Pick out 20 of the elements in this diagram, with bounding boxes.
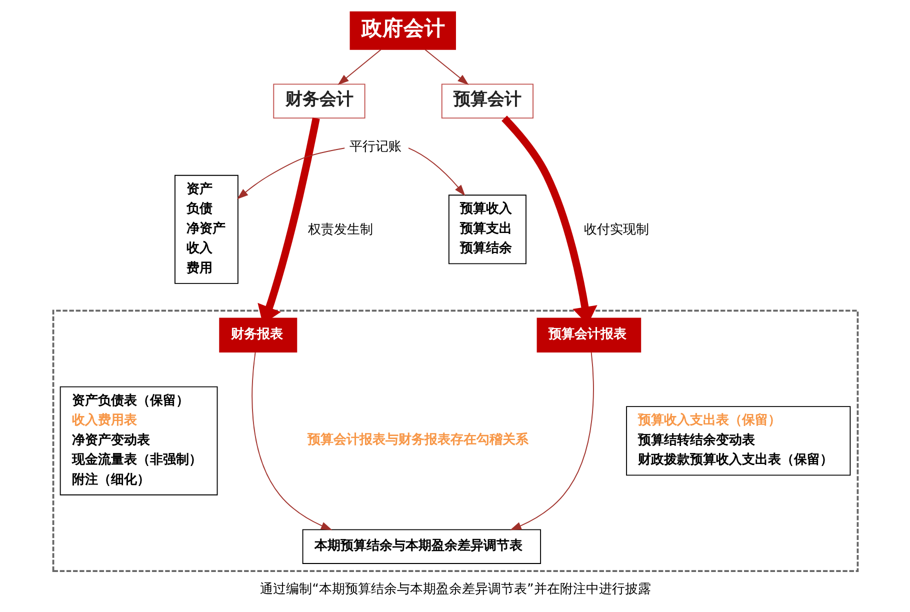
- node-box: 预算收入 预算支出 预算结余: [448, 194, 526, 264]
- arrow: [251, 352, 332, 530]
- arrow: [337, 49, 381, 86]
- edge-label: 平行记账: [348, 140, 401, 155]
- arrow: [424, 49, 468, 86]
- node-box: 预算会计报表: [536, 318, 641, 353]
- caption: 通过编制“本期预算结余与本期盈余差异调节表”并在附注中进行披露: [260, 582, 650, 597]
- node-box: 财务会计: [272, 84, 365, 119]
- node-box: 财务报表: [218, 318, 297, 353]
- node-box: 预算收入支出表（保留） 预算结转结余变动表 财政拨款预算收入支出表（保留）: [626, 406, 850, 476]
- node-box: 政府会计: [349, 11, 456, 50]
- node-box: 本期预算结余与本期盈余差异调节表: [302, 529, 541, 564]
- cluster: [52, 310, 858, 572]
- edge-label: 权责发生制: [307, 222, 372, 238]
- edge-label: 收付实现制: [584, 222, 649, 238]
- node-box: 预算会计: [440, 84, 533, 119]
- node-box: 资产负债表（保留） 收入费用表 净资产变动表 现金流量表（非强制） 附注（细化）: [59, 386, 218, 496]
- arrow: [510, 352, 594, 530]
- node-box: 资产 负债 净资产 收入 费用: [174, 174, 238, 284]
- label: 预算会计报表与财务报表存在勾稽关系: [306, 432, 528, 448]
